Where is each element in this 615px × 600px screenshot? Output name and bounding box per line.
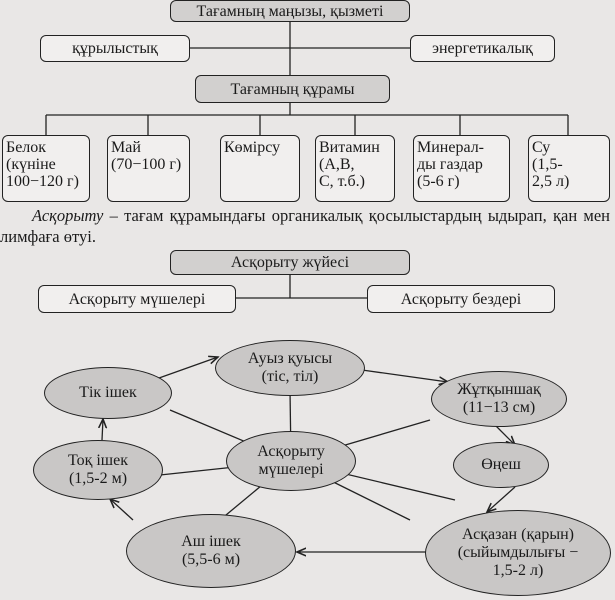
component-minerals: Минерал- ды газдар (5-6 г) — [413, 135, 510, 202]
function-structural: құрылыстық — [40, 35, 190, 62]
food-composition-title: Тағамның құрамы — [195, 75, 390, 103]
function-energetic: энергетикалық — [410, 35, 555, 62]
component-protein: Белок (күніне 100−120 г) — [2, 135, 90, 202]
component-carbohydrate: Көмірсу — [220, 135, 300, 202]
component-fat: Май (70−100 г) — [107, 135, 190, 202]
organ-esophagus: Өңеш — [453, 442, 549, 488]
definition-term: Асқорыту — [32, 206, 104, 225]
digestive-organs-center: Асқорыту мүшелері — [226, 431, 356, 491]
organ-mouth: Ауыз қуысы (тіс, тіл) — [215, 340, 365, 396]
organ-small-intestine: Аш ішек (5,5-6 м) — [126, 514, 296, 588]
component-water: Су (1,5- 2,5 л) — [528, 135, 610, 202]
food-importance-title: Тағамның маңызы, қызметі — [170, 0, 410, 22]
definition-text: – тағам құрамындағы органикалық қосылыст… — [0, 206, 610, 246]
digestive-system-title: Асқорыту жүйесі — [170, 250, 410, 275]
organ-stomach: Асқазан (қарын) (сыйымдылығы − 1,5-2 л) — [425, 510, 611, 596]
component-vitamin: Витамин (А,В, С, т.б.) — [315, 135, 395, 202]
digestive-organs-box: Асқорыту мүшелері — [38, 285, 236, 313]
definition-paragraph: Асқорыту – тағам құрамындағы органикалық… — [0, 205, 610, 247]
organ-rectum: Тік ішек — [44, 367, 172, 419]
organ-pharynx: Жұтқыншақ (11−13 см) — [431, 371, 567, 427]
organ-large-intestine: Тоқ ішек (1,5-2 м) — [33, 440, 163, 500]
digestive-glands-box: Асқорыту бездері — [367, 285, 555, 313]
